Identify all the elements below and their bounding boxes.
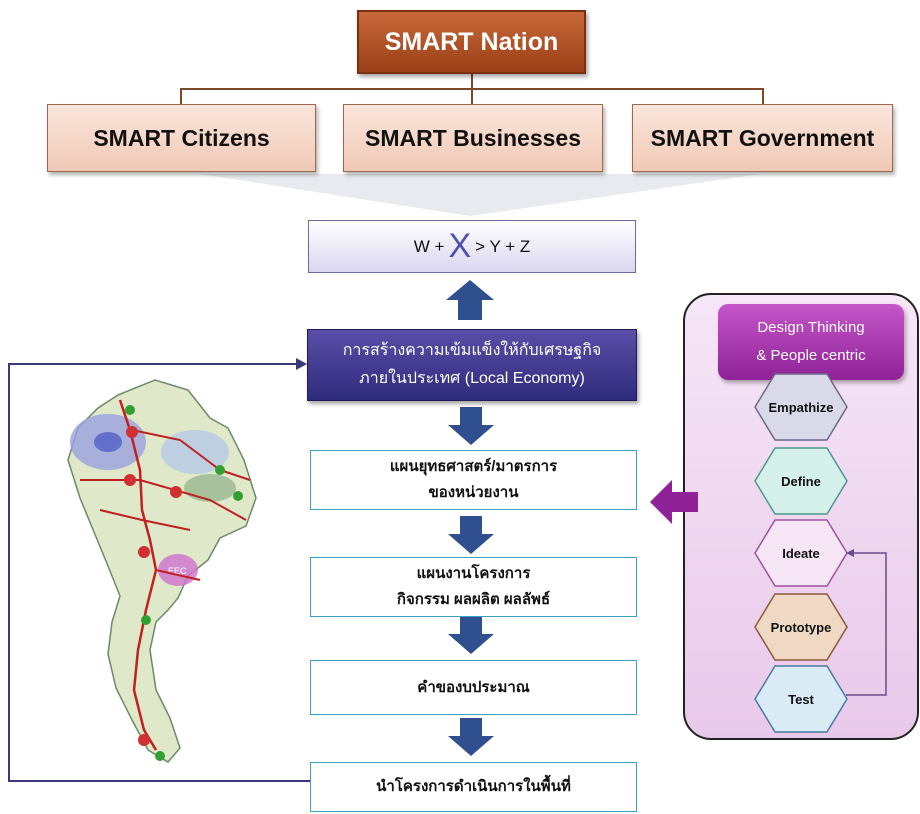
implement-label: นำโครงการดำเนินการในพื้นที่ xyxy=(376,778,571,795)
stage-ideate: Ideate xyxy=(782,545,820,561)
arrow-down-icon xyxy=(448,407,494,445)
equation-right: > Y + Z xyxy=(475,236,531,256)
feedback-arrowhead xyxy=(296,358,307,370)
strategy-line2: ของหน่วยงาน xyxy=(428,484,519,501)
hex-define: Define xyxy=(753,446,849,516)
arrow-down-icon xyxy=(448,718,494,756)
local-economy-box: การสร้างความเข้มแข็งให้กับเศรษฐกิจ ภายใน… xyxy=(307,329,637,401)
arrow-down-icon xyxy=(448,516,494,554)
eec-label: EEC xyxy=(168,566,187,576)
strategy-box: แผนยุทธศาสตร์/มาตรการ ของหน่วยงาน xyxy=(310,450,637,510)
implement-box: นำโครงการดำเนินการในพื้นที่ xyxy=(310,762,637,812)
budget-box: คำของบประมาณ xyxy=(310,660,637,715)
design-thinking-title: Design Thinking & People centric xyxy=(718,304,904,380)
hex-test: Test xyxy=(753,664,849,734)
hex-prototype: Prototype xyxy=(753,592,849,662)
smart-government-box: SMART Government xyxy=(632,104,893,172)
stage-define: Define xyxy=(781,473,821,489)
budget-label: คำของบประมาณ xyxy=(417,678,530,696)
funnel-shape xyxy=(200,174,760,216)
smart-businesses-box: SMART Businesses xyxy=(343,104,603,172)
smart-nation-box: SMART Nation xyxy=(357,10,586,74)
design-thinking-title-line1: Design Thinking xyxy=(757,319,865,336)
hex-ideate: Ideate xyxy=(753,518,849,588)
design-thinking-title-line2: & People centric xyxy=(756,347,866,364)
strategy-line1: แผนยุทธศาสตร์/มาตรการ xyxy=(389,458,558,475)
equation-left: W + xyxy=(413,236,445,256)
project-line1: แผนงานโครงการ xyxy=(416,565,531,582)
arrow-up-icon xyxy=(446,280,494,320)
thailand-map: EEC xyxy=(67,379,257,763)
project-line2: กิจกรรม ผลผลิต ผลลัพธ์ xyxy=(396,591,551,608)
hex-empathize: Empathize xyxy=(753,372,849,442)
project-box: แผนงานโครงการ กิจกรรม ผลผลิต ผลลัพธ์ xyxy=(310,557,637,617)
iteration-loop-line xyxy=(846,549,887,696)
stage-empathize: Empathize xyxy=(768,399,834,415)
stage-prototype: Prototype xyxy=(770,619,832,635)
equation-x: X xyxy=(448,227,472,265)
equation-box: W + X > Y + Z xyxy=(308,220,636,273)
arrow-down-icon xyxy=(448,616,494,654)
stage-test: Test xyxy=(788,691,814,707)
smart-citizens-box: SMART Citizens xyxy=(47,104,316,172)
feedback-line xyxy=(8,363,310,782)
local-economy-line2: ภายในประเทศ (Local Economy) xyxy=(359,370,585,387)
local-economy-line1: การสร้างความเข้มแข็งให้กับเศรษฐกิจ xyxy=(342,342,602,359)
magenta-arrow-icon xyxy=(650,480,698,524)
